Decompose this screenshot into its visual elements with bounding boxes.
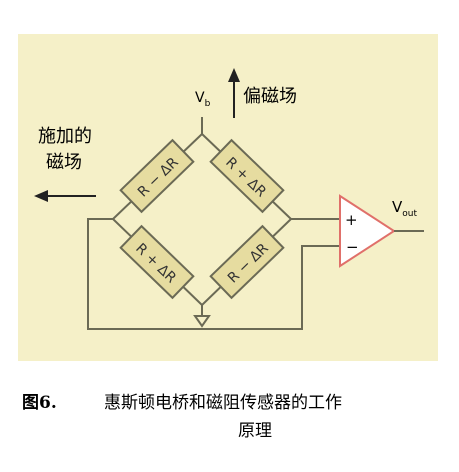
resistor-bottom-left: R + ΔR (119, 224, 195, 300)
bridge-diamond (112, 133, 292, 306)
resistor-bottom-right: R − ΔR (209, 224, 285, 300)
applied-field-label-line1: 施加的 (38, 126, 92, 147)
bias-field-arrow-icon (228, 68, 240, 118)
bias-field-label: 偏磁场 (243, 86, 297, 107)
vb-label: Vb (195, 90, 211, 109)
resistor-top-left: R − ΔR (119, 138, 195, 214)
applied-field-label-line2: 磁场 (46, 152, 82, 173)
caption-text-line1: 惠斯顿电桥和磁阻传感器的工作 (104, 393, 342, 413)
ground-icon (193, 305, 211, 328)
feedback-wire (87, 218, 340, 330)
caption-label: 图6. (22, 393, 57, 413)
caption-text-line2: 原理 (238, 421, 272, 441)
resistor-top-right: R + ΔR (209, 138, 285, 214)
applied-field-arrow-icon (34, 190, 96, 202)
op-amp-icon: + − (339, 194, 396, 268)
op-amp-minus-sign: − (346, 238, 359, 256)
vout-label: Vout (392, 198, 417, 219)
op-amp-plus-sign: + (345, 211, 358, 229)
